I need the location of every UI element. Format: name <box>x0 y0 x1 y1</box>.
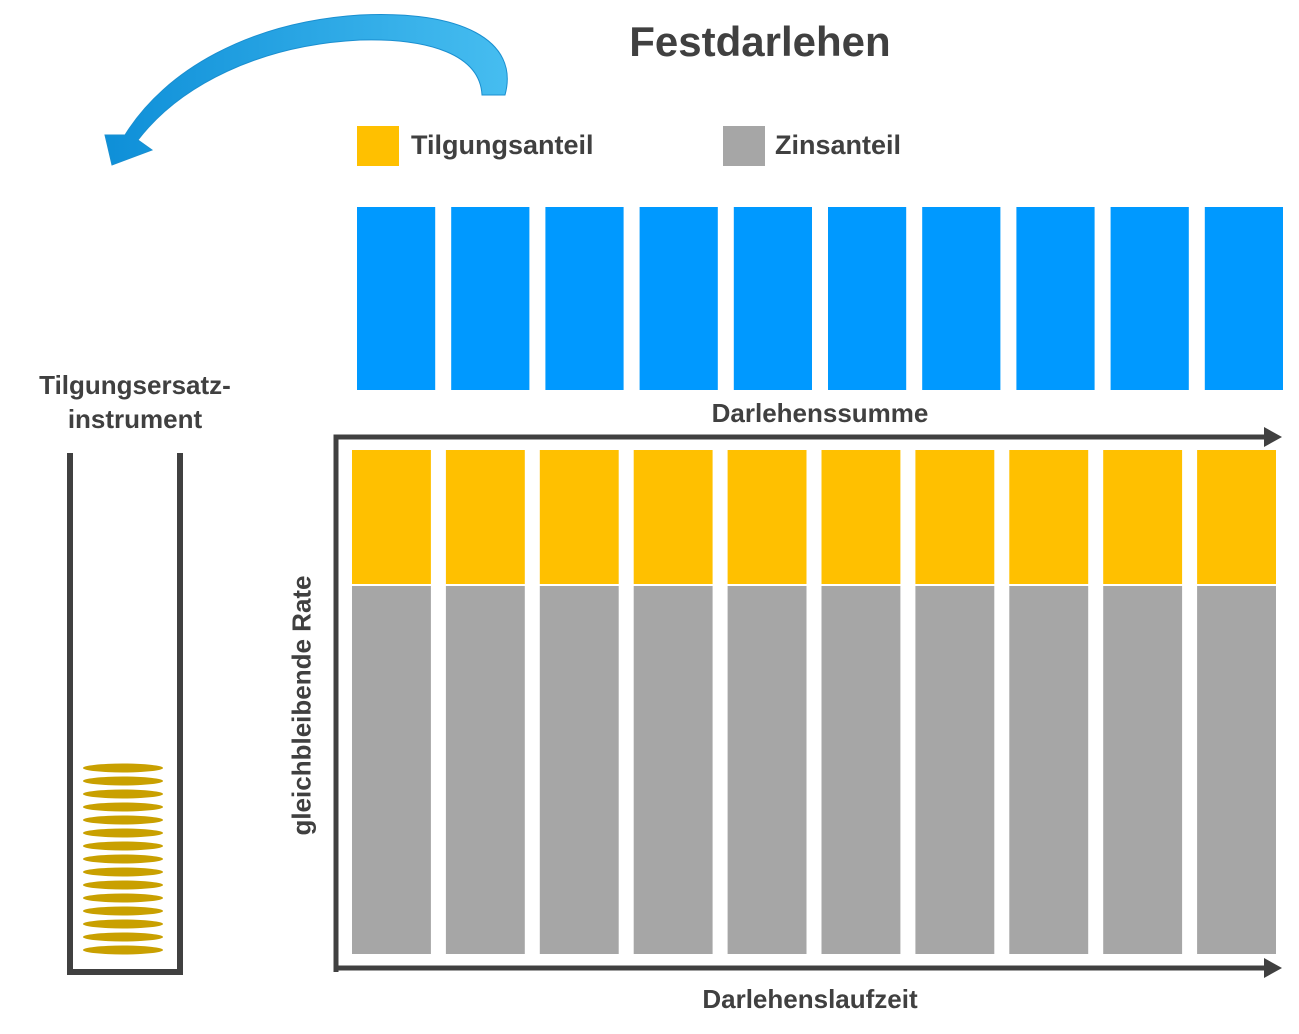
loan-block <box>545 207 624 390</box>
loan-block <box>1016 207 1095 390</box>
loan-block <box>451 207 530 390</box>
coin <box>83 815 163 825</box>
rate-column-interest <box>1009 586 1089 954</box>
rate-columns <box>352 450 1276 954</box>
loan-block <box>357 207 436 390</box>
loan-sum-label: Darlehenssumme <box>711 398 929 428</box>
legend-label-repayment: Tilgungsanteil <box>411 130 594 160</box>
coin <box>83 776 163 786</box>
coin <box>83 854 163 864</box>
rate-column-repayment <box>821 450 901 584</box>
rate-column-interest <box>915 586 995 954</box>
loan-block <box>828 207 907 390</box>
rate-column-interest <box>727 586 807 954</box>
top-axis-line <box>333 434 1268 972</box>
rate-column-repayment <box>1009 450 1089 584</box>
loan-term-label: Darlehenslaufzeit <box>702 984 918 1014</box>
loan-block <box>733 207 812 390</box>
rate-column-repayment <box>633 450 713 584</box>
instrument-container <box>67 453 183 975</box>
rate-column-interest <box>352 586 431 954</box>
rate-column-repayment <box>1197 450 1276 584</box>
coin <box>83 880 163 890</box>
coin <box>83 945 163 955</box>
instrument-coins <box>83 763 163 955</box>
instrument-label-line2: instrument <box>67 404 203 434</box>
legend-swatch-repayment <box>357 126 399 166</box>
rate-column-repayment <box>539 450 619 584</box>
instrument-label: Tilgungsersatz- instrument <box>10 368 260 436</box>
coin <box>83 802 163 812</box>
rate-label: gleichbleibende Rate <box>286 575 317 836</box>
loan-blocks <box>357 207 1283 390</box>
rate-frame <box>333 434 1268 972</box>
coin <box>83 906 163 916</box>
coin <box>83 789 163 799</box>
rate-column-repayment <box>915 450 995 584</box>
rate-column-repayment <box>1103 450 1183 584</box>
coin <box>83 932 163 942</box>
instrument-label-line1: Tilgungsersatz- <box>39 370 231 400</box>
rate-column-interest <box>821 586 901 954</box>
coin <box>83 919 163 929</box>
page-title: Festdarlehen <box>629 18 891 65</box>
rate-column-repayment <box>445 450 525 584</box>
coin <box>83 763 163 773</box>
coin <box>83 841 163 851</box>
legend-label-interest: Zinsanteil <box>775 130 902 160</box>
rate-column-interest <box>1103 586 1183 954</box>
coin <box>83 828 163 838</box>
loan-block <box>1110 207 1189 390</box>
rate-column-interest <box>445 586 525 954</box>
rate-column-repayment <box>352 450 431 584</box>
top-axis-arrowhead <box>1264 427 1282 447</box>
loan-block <box>1204 207 1283 390</box>
rate-column-repayment <box>727 450 807 584</box>
coin <box>83 867 163 877</box>
loan-block <box>922 207 1001 390</box>
rate-column-interest <box>1197 586 1276 954</box>
curved-arrow <box>104 13 508 166</box>
rate-column-interest <box>633 586 713 954</box>
loan-block <box>639 207 718 390</box>
legend-swatch-interest <box>723 126 765 166</box>
coin <box>83 893 163 903</box>
rate-column-interest <box>539 586 619 954</box>
bottom-axis-arrowhead <box>1264 958 1282 978</box>
